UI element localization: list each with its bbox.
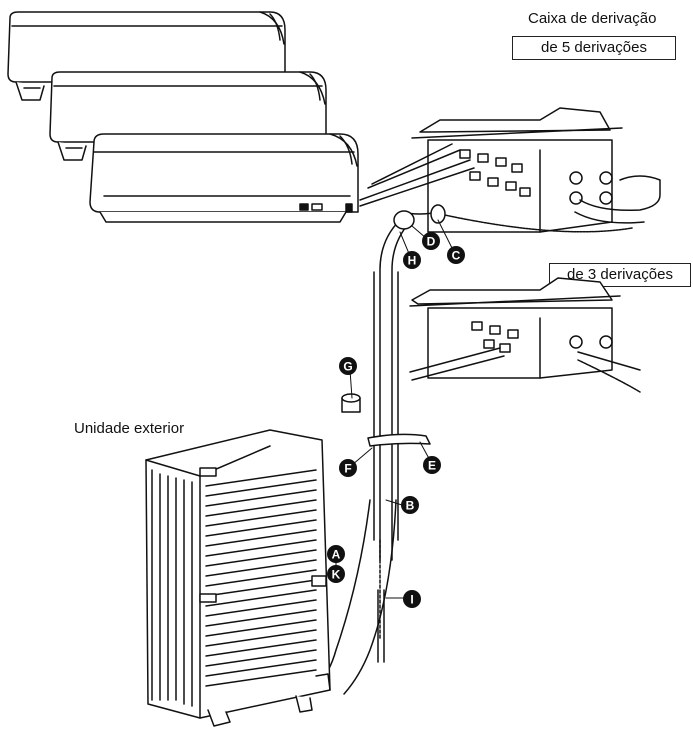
callout-h: H bbox=[403, 251, 421, 269]
branch-box-label: Caixa de derivação bbox=[528, 10, 657, 27]
callout-g: G bbox=[339, 357, 357, 375]
callout-f: F bbox=[339, 459, 357, 477]
outdoor-unit-label: Unidade exterior bbox=[74, 420, 185, 437]
callout-e: E bbox=[423, 456, 441, 474]
pipe-bundle bbox=[315, 204, 446, 695]
svg-text:C: C bbox=[452, 249, 461, 263]
clamp bbox=[367, 433, 431, 447]
callout-c: C bbox=[447, 246, 465, 264]
callout-i: I bbox=[403, 590, 421, 608]
svg-text:A: A bbox=[332, 548, 341, 562]
svg-text:K: K bbox=[332, 568, 341, 582]
outdoor-unit bbox=[145, 429, 331, 727]
indoor-unit-3 bbox=[89, 133, 359, 223]
callout-badges: C D H G E F B A K I bbox=[327, 232, 465, 608]
callout-d: D bbox=[422, 232, 440, 250]
five-branch-label: de 5 derivações bbox=[512, 36, 676, 60]
svg-text:G: G bbox=[343, 360, 352, 374]
svg-text:D: D bbox=[427, 235, 436, 249]
svg-text:H: H bbox=[408, 254, 417, 268]
svg-text:B: B bbox=[406, 499, 415, 513]
svg-text:E: E bbox=[428, 459, 436, 473]
five-branch-box bbox=[411, 107, 661, 233]
svg-text:I: I bbox=[410, 593, 413, 607]
svg-text:F: F bbox=[344, 462, 351, 476]
callout-b: B bbox=[401, 496, 419, 514]
callout-a: A bbox=[327, 545, 345, 563]
indoor-unit-1 bbox=[7, 11, 286, 101]
cap-part bbox=[341, 393, 361, 413]
callout-k: K bbox=[327, 565, 345, 583]
three-branch-box bbox=[409, 277, 641, 393]
indoor-unit-2 bbox=[49, 71, 327, 161]
pipes-upper bbox=[359, 143, 475, 207]
